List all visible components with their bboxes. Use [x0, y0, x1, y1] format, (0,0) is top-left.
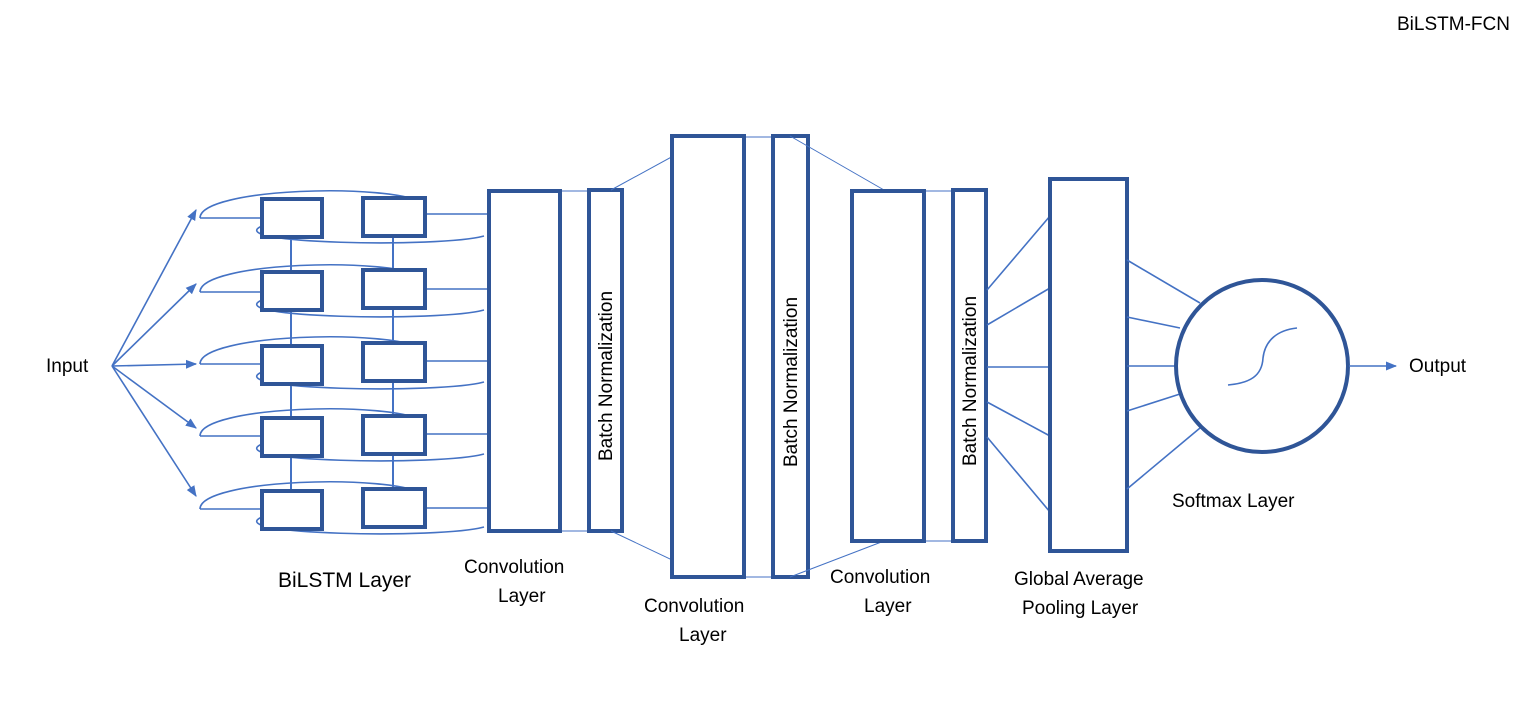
softmax-layer-label: Softmax Layer: [1172, 491, 1295, 512]
input-arrow-3: [111, 359, 198, 369]
convolution-layer-3-label-line2: Layer: [864, 596, 912, 617]
connector-2-top: [789, 135, 885, 191]
bilstm-row-5-links: [199, 480, 488, 535]
bilstm-layer: [199, 189, 488, 535]
bilstm-row-4-links: [199, 407, 488, 462]
batch-normalization-2-label: Batch Normalization: [781, 297, 802, 467]
input-arrow-1: [111, 209, 197, 367]
connector-2-bottom: [789, 540, 885, 578]
backward-lstm-cell-4: [361, 414, 427, 456]
input-arrow-5: [111, 365, 197, 497]
bn3-to-gap-connections: [986, 215, 1051, 513]
convolution-layer-3-label-line1: Convolution: [830, 567, 930, 588]
convolution-layer-2-label-line2: Layer: [679, 625, 727, 646]
bilstm-layer-label: BiLSTM Layer: [278, 569, 411, 592]
bilstm-row-1-links: [199, 189, 488, 244]
batch-normalization-1-label: Batch Normalization: [596, 291, 617, 461]
backward-lstm-cell-1: [361, 196, 427, 238]
output-label: Output: [1409, 356, 1467, 377]
bilstm-row-3-links: [199, 335, 488, 390]
global-average-pooling-layer: [1048, 177, 1129, 553]
forward-lstm-cell-5: [260, 489, 324, 531]
gap-to-softmax-connections: [1126, 259, 1201, 490]
convolution-layer-1: [487, 189, 562, 533]
conv-block-3: Batch Normalization: [850, 188, 988, 543]
batch-normalization-3: [951, 188, 988, 543]
gap-label-line1: Global Average: [1014, 569, 1144, 590]
backward-lstm-cell-2: [361, 268, 427, 310]
diagram-title: BiLSTM-FCN: [1397, 14, 1510, 35]
conv-block-2: Batch Normalization: [670, 134, 810, 579]
gap-label-line2: Pooling Layer: [1022, 598, 1139, 619]
input-arrows: [111, 209, 198, 497]
bilstm-row-2-links: [199, 263, 488, 318]
forward-lstm-cell-1: [260, 197, 324, 239]
convolution-layer-1-label-line1: Convolution: [464, 557, 564, 578]
forward-lstm-cell-4: [260, 416, 324, 458]
sigmoid-icon: [1227, 327, 1298, 386]
forward-lstm-cell-2: [260, 270, 324, 312]
convolution-layer-1-label-line2: Layer: [498, 586, 546, 607]
forward-lstm-cell-3: [260, 344, 324, 386]
backward-lstm-cell-3: [361, 341, 427, 383]
convolution-layer-2-label-line1: Convolution: [644, 596, 744, 617]
convolution-layer-2: [670, 134, 746, 579]
batch-normalization-1: [587, 188, 624, 533]
convolution-layer-3: [850, 189, 926, 543]
input-arrow-2: [111, 283, 197, 367]
input-arrow-4: [111, 365, 197, 429]
input-label: Input: [46, 356, 89, 377]
conv-block-1: Batch Normalization: [487, 188, 624, 533]
backward-lstm-cell-5: [361, 487, 427, 529]
batch-normalization-3-label: Batch Normalization: [960, 296, 981, 466]
